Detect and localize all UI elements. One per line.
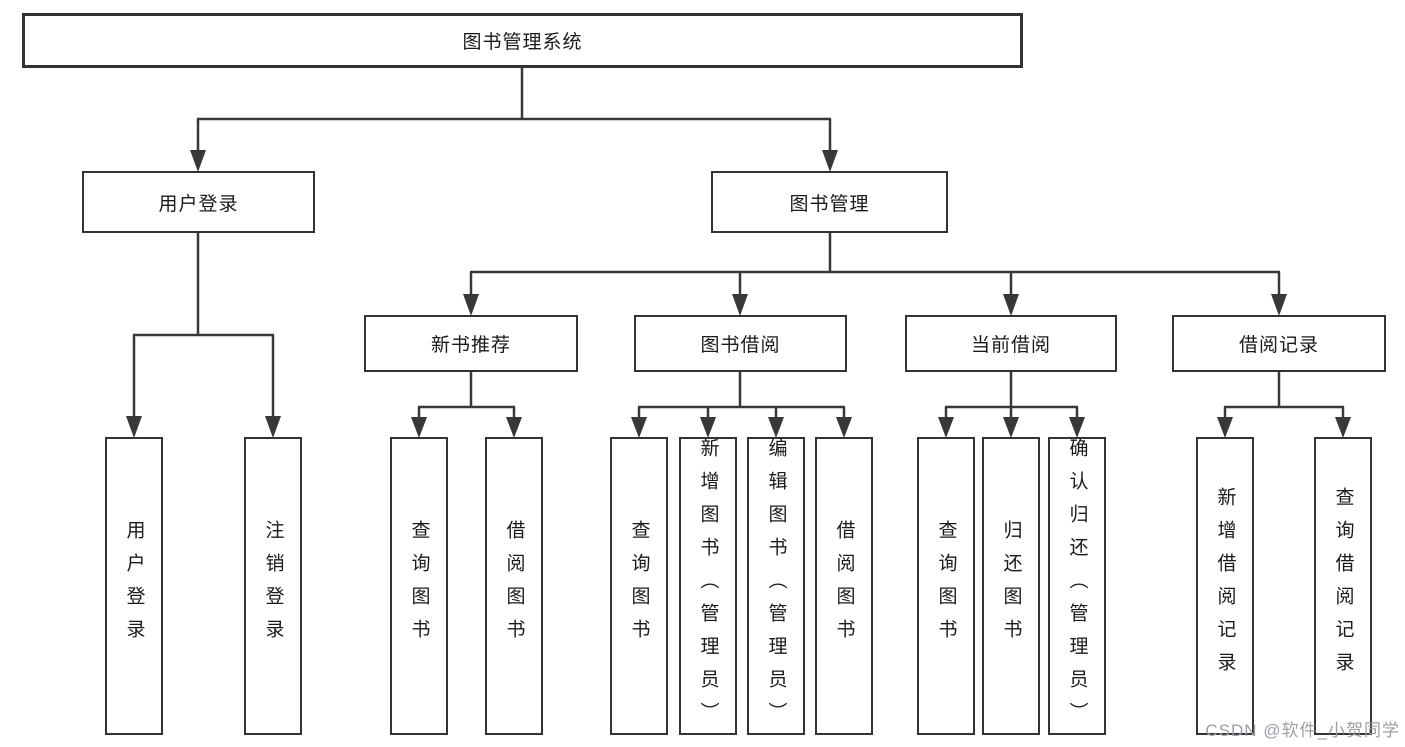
node-leaf-return-book: 归还图书: [982, 437, 1040, 735]
arrowhead: [126, 416, 142, 438]
node-book-management: 图书管理: [711, 171, 948, 233]
node-leaf-query-books-current: 查询图书: [917, 437, 975, 735]
arrowhead: [822, 150, 838, 172]
node-leaf-borrow-books: 借阅图书: [815, 437, 873, 735]
arrowhead: [265, 416, 281, 438]
arrowhead: [1217, 417, 1233, 438]
node-borrow-records: 借阅记录: [1172, 315, 1386, 372]
arrowhead: [732, 294, 748, 316]
arrowhead: [700, 417, 716, 438]
node-current-borrow: 当前借阅: [905, 315, 1117, 372]
arrowhead: [938, 417, 954, 438]
node-leaf-query-books-borrow: 查询图书: [610, 437, 668, 735]
node-leaf-query-books-recommend: 查询图书: [390, 437, 448, 735]
node-leaf-confirm-return-admin: 确认归还（管理员）: [1048, 437, 1106, 735]
arrowhead: [1335, 417, 1351, 438]
node-leaf-borrow-books-recommend: 借阅图书: [485, 437, 543, 735]
node-leaf-edit-book-admin: 编辑图书（管理员）: [747, 437, 805, 735]
arrowhead: [1271, 294, 1287, 316]
node-library-system: 图书管理系统: [22, 13, 1023, 68]
node-user-login: 用户登录: [82, 171, 315, 233]
node-leaf-logout: 注销登录: [244, 437, 302, 735]
arrowhead: [506, 417, 522, 438]
arrowhead: [768, 417, 784, 438]
node-book-borrow: 图书借阅: [634, 315, 847, 372]
node-leaf-user-login: 用户登录: [105, 437, 163, 735]
arrowhead: [190, 150, 206, 172]
arrowhead: [1069, 417, 1085, 438]
node-new-book-recommend: 新书推荐: [364, 315, 578, 372]
arrowhead: [1003, 294, 1019, 316]
node-leaf-add-book-admin: 新增图书（管理员）: [679, 437, 737, 735]
node-leaf-add-borrow-record: 新增借阅记录: [1196, 437, 1254, 735]
arrowhead: [631, 417, 647, 438]
arrowhead: [411, 417, 427, 438]
watermark: CSDN @软件_小贺同学: [1205, 721, 1400, 740]
arrowhead: [463, 294, 479, 316]
arrowhead: [1003, 417, 1019, 438]
arrowhead: [836, 417, 852, 438]
node-leaf-query-borrow-record: 查询借阅记录: [1314, 437, 1372, 735]
